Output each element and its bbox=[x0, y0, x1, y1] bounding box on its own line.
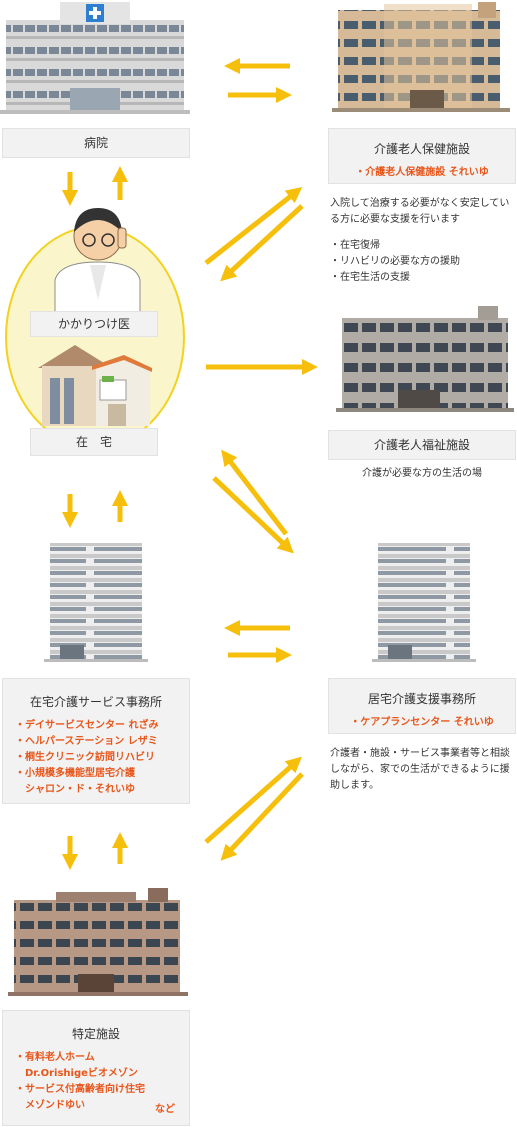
rouken-box: 介護老人保健施設 ・介護老人保健施設 それいゆ bbox=[328, 128, 516, 184]
rouken-point-1: ・在宅復帰 bbox=[330, 240, 380, 251]
special-item-3: ・サービス付高齢者向け住宅 bbox=[15, 1084, 145, 1095]
special-label: 特定施設 bbox=[71, 1027, 120, 1041]
special-building-image bbox=[8, 888, 188, 996]
rouken-point-2: ・リハビリの必要な方の援助 bbox=[330, 256, 460, 267]
hospital-label: 病院 bbox=[83, 136, 108, 150]
doctor-label: かかりつけ医 bbox=[57, 317, 131, 331]
care-plan-facility: ・ケアプランセンター それいゆ bbox=[350, 717, 494, 728]
tokuyou-building-image bbox=[336, 306, 514, 412]
hospital-box: 病院 bbox=[2, 128, 190, 158]
special-item-4: メゾンドゆい bbox=[15, 1100, 85, 1111]
arrow-careplan-to-home bbox=[221, 449, 288, 536]
special-note: など bbox=[155, 1104, 175, 1115]
home-service-item-1: ・デイサービスセンター れざみ bbox=[15, 720, 159, 731]
special-box: 特定施設 ・有料老人ホーム Dr.Orishigeビオメゾン ・サービス付高齢者… bbox=[2, 1010, 190, 1126]
rouken-point-3: ・在宅生活の支援 bbox=[330, 272, 410, 283]
home-service-box: 在宅介護サービス事務所 ・デイサービスセンター れざみ ・ヘルパーステーション … bbox=[2, 678, 190, 804]
home-service-label: 在宅介護サービス事務所 bbox=[29, 695, 162, 709]
rouken-description: 入院して治療する必要がなく安定している方に必要な支援を行います bbox=[330, 198, 510, 225]
home-service-building-image bbox=[44, 543, 148, 662]
arrow-home-to-rouken bbox=[204, 187, 303, 265]
hospital-building-image bbox=[0, 2, 190, 114]
special-item-1: ・有料老人ホーム bbox=[15, 1052, 95, 1063]
tokuyou-label: 介護老人福祉施設 bbox=[373, 438, 470, 452]
arrow-special-to-careplan bbox=[204, 756, 302, 844]
doctor-illustration bbox=[54, 208, 141, 313]
tokuyou-box: 介護老人福祉施設 bbox=[328, 430, 516, 460]
care-plan-building-image bbox=[372, 543, 476, 662]
home-service-item-4: ・小規模多機能型居宅介護 bbox=[15, 768, 135, 779]
care-plan-description: 介護者・施設・サービス事業者等と相談しながら、家での生活ができるように援助します… bbox=[330, 748, 510, 791]
home-label: 在 宅 bbox=[75, 435, 112, 449]
house-illustration bbox=[38, 345, 152, 426]
arrow-rouken-to-home bbox=[220, 204, 304, 282]
home-service-item-3: ・桐生クリニック訪問リハビリ bbox=[15, 752, 155, 763]
home-label-box: 在 宅 bbox=[30, 428, 158, 456]
arrow-home-to-careplan bbox=[212, 476, 294, 554]
arrow-careplan-to-special bbox=[220, 772, 304, 861]
special-item-2: Dr.Orishigeビオメゾン bbox=[15, 1068, 138, 1079]
rouken-building-image bbox=[332, 2, 510, 112]
home-service-item-5: シャロン・ド・それいゆ bbox=[15, 784, 135, 795]
rouken-facility: ・介護老人保健施設 それいゆ bbox=[355, 167, 489, 178]
home-service-item-2: ・ヘルパーステーション レザミ bbox=[15, 736, 158, 747]
doctor-label-box: かかりつけ医 bbox=[30, 311, 158, 337]
rouken-label: 介護老人保健施設 bbox=[373, 142, 470, 156]
tokuyou-description: 介護が必要な方の生活の場 bbox=[362, 468, 482, 479]
care-plan-label: 居宅介護支援事務所 bbox=[367, 692, 476, 706]
care-plan-box: 居宅介護支援事務所 ・ケアプランセンター それいゆ bbox=[328, 678, 516, 734]
